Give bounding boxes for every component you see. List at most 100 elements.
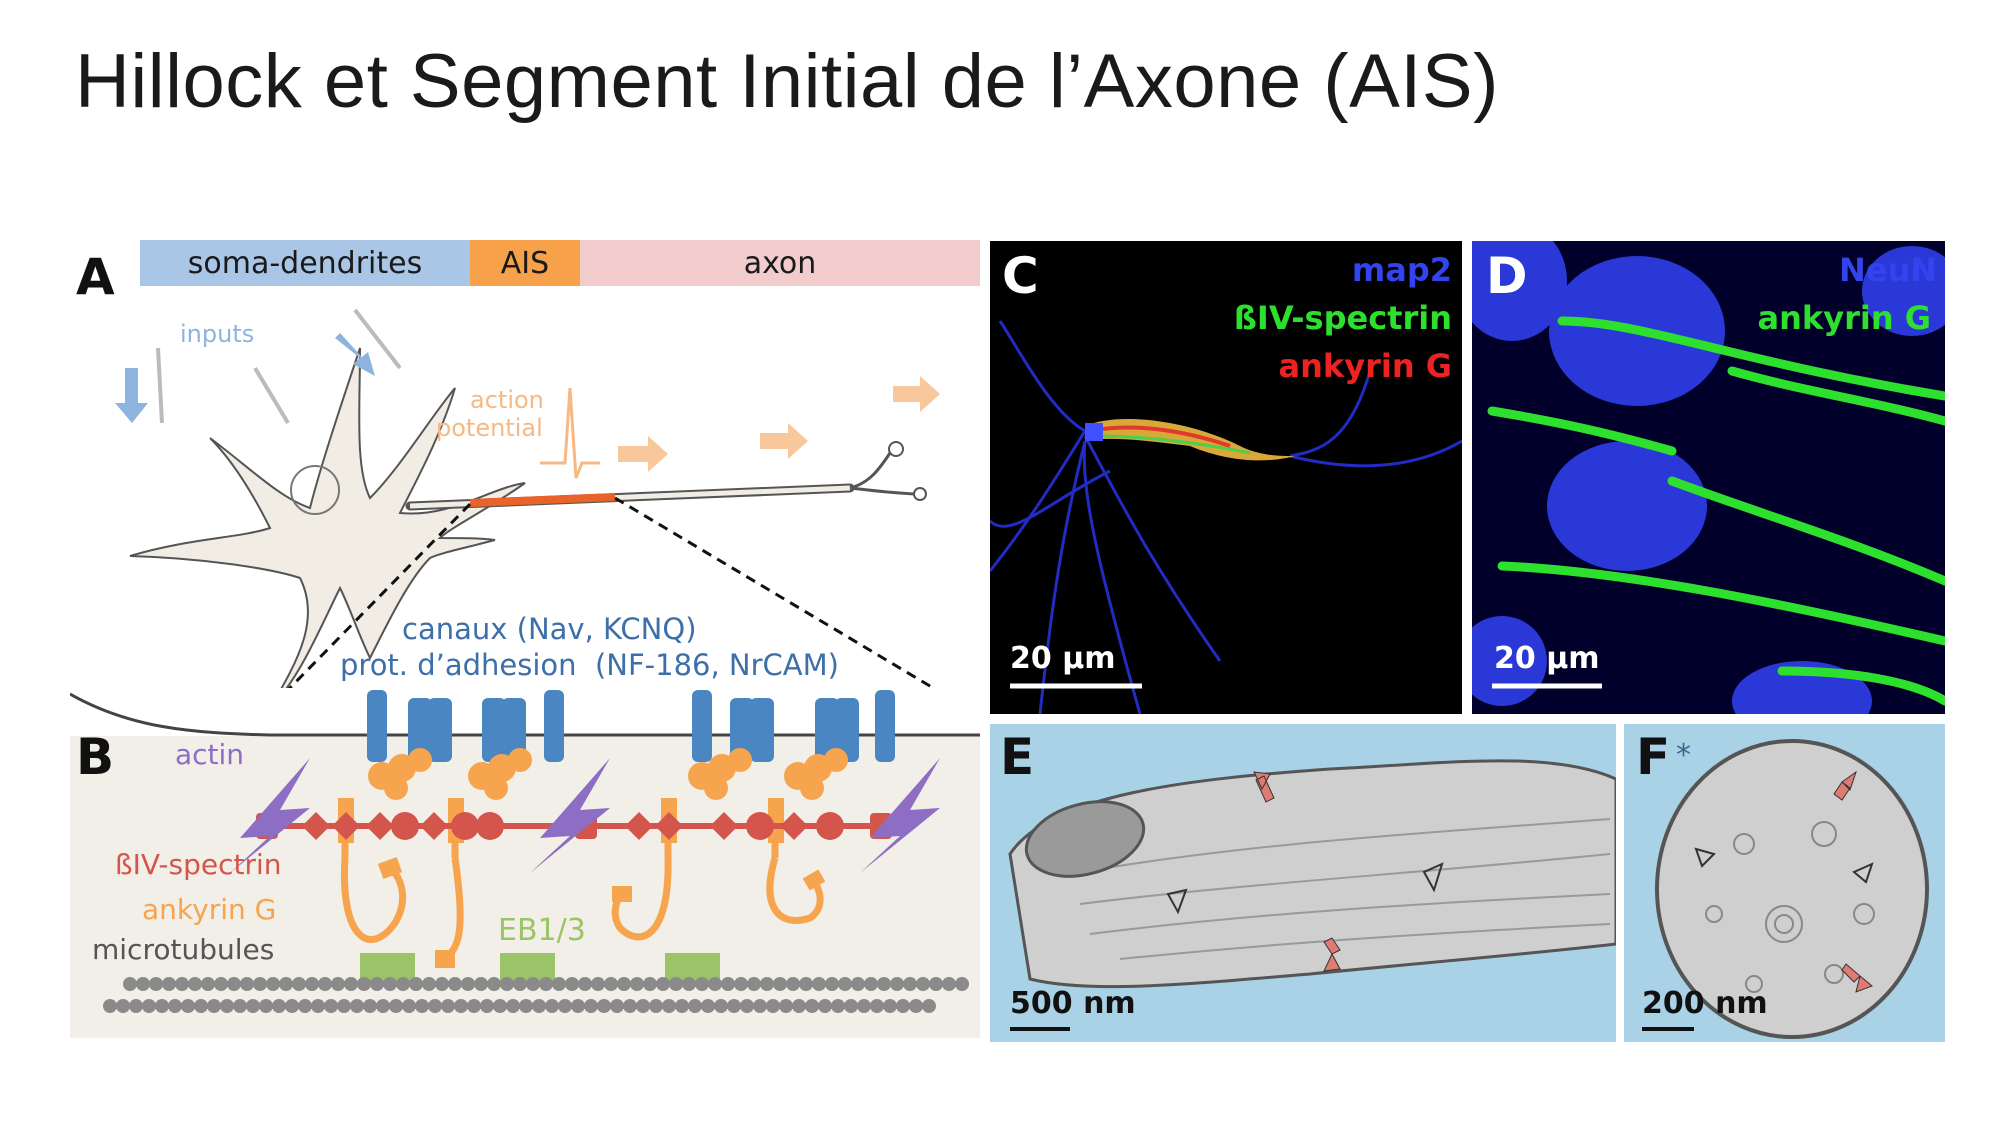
panel-e-image [1008, 759, 1616, 1031]
ankyrin-heads [368, 748, 848, 800]
microtubule-bead [363, 999, 377, 1013]
microtubule-bead [162, 977, 176, 991]
microtubule-bead [591, 977, 605, 991]
scale-label-c: 20 µm [1010, 641, 1116, 676]
microtubule-bead [714, 999, 728, 1013]
arrow-f-1 [1833, 770, 1857, 801]
microtubule-bead [565, 977, 579, 991]
microtubule-bead [617, 977, 631, 991]
arrowhead-f-1 [1694, 847, 1716, 868]
scale-label-f: 200 nm [1642, 986, 1768, 1021]
microtubule-bead [929, 977, 943, 991]
panel-f-image [1642, 739, 1929, 1039]
microtubule-bead [669, 977, 683, 991]
microtubule-bead [773, 977, 787, 991]
microtubule-bead [753, 999, 767, 1013]
arrow-e-2 [1323, 937, 1341, 972]
microtubule-bead [298, 999, 312, 1013]
microtubule-bead [805, 999, 819, 1013]
microtubule-bead [220, 999, 234, 1013]
ais-molecular-diagram [70, 688, 980, 1013]
panel-e-micrograph: E 500 nm [990, 724, 1616, 1042]
soma-dendrites-bar: soma-dendrites [140, 240, 470, 286]
asterisk-f: * [1676, 738, 1691, 773]
microtubule-bead [571, 999, 585, 1013]
microtubule-bead [870, 999, 884, 1013]
microtubule-bead [630, 977, 644, 991]
microtubule-bead [838, 977, 852, 991]
neuron-nucleus [290, 465, 340, 515]
microtubule-bead [149, 977, 163, 991]
microtubule-bead [240, 977, 254, 991]
microtubule-bead [188, 977, 202, 991]
panel-letter-d: D [1486, 247, 1528, 305]
legend-spectrin: ßIV-spectrin [1233, 299, 1452, 337]
microtubule-bead [857, 999, 871, 1013]
panel-d-micrograph: D NeuN ankyrin G 20 µm [1472, 241, 1945, 714]
microtubule-bead [305, 977, 319, 991]
microtubule-bead [136, 977, 150, 991]
microtubule-bead [194, 999, 208, 1013]
microtubule-bead [532, 999, 546, 1013]
microtubule-bead [435, 977, 449, 991]
actin-label: actin [175, 738, 245, 771]
legend-ankyrin: ankyrin G [1278, 347, 1452, 385]
microtubule-bead [695, 977, 709, 991]
microtubule-bead [584, 999, 598, 1013]
panel-c-micrograph: C map2 ßIV-spectrin ankyrin G 20 µm [990, 241, 1462, 714]
ap-arrow-1 [618, 436, 668, 472]
microtubule-bead [344, 977, 358, 991]
microtubule-bead [877, 977, 891, 991]
microtubule-bead [201, 977, 215, 991]
microtubule-bead [415, 999, 429, 1013]
microtubule-bead [799, 977, 813, 991]
actin-bolts [230, 758, 940, 873]
microtubule-bead [142, 999, 156, 1013]
microtubules [103, 977, 969, 1013]
slide-title: Hillock et Segment Initial de l’Axone (A… [75, 39, 1499, 124]
microtubule-bead [175, 977, 189, 991]
adhesion-label: prot. d’adhesion (NF-186, NrCAM) [340, 648, 839, 682]
arrow-f-2 [1841, 963, 1873, 993]
microtubule-bead [461, 977, 475, 991]
microtubule-bead [610, 999, 624, 1013]
microtubule-bead [493, 999, 507, 1013]
microtubule-bead [649, 999, 663, 1013]
legend-neun: NeuN [1838, 251, 1937, 289]
microtubule-bead [513, 977, 527, 991]
microtubule-bead [844, 999, 858, 1013]
arrow-e-1 [1253, 771, 1275, 803]
microtubule-bead [740, 999, 754, 1013]
microtubule-bead [916, 977, 930, 991]
microtubule-bead [292, 977, 306, 991]
microtubule-bead [454, 999, 468, 1013]
microtubule-bead [103, 999, 117, 1013]
microtubule-bead [272, 999, 286, 1013]
microtubule-bead [168, 999, 182, 1013]
microtubule-bead [922, 999, 936, 1013]
microtubule-bead [786, 977, 800, 991]
action-label: action [470, 386, 544, 414]
ais-segment [469, 493, 616, 507]
microtubule-bead [779, 999, 793, 1013]
arrowhead-e-2 [1422, 862, 1444, 893]
microtubule-bead [376, 999, 390, 1013]
microtubule-bead [526, 977, 540, 991]
legend-map2: map2 [1351, 251, 1452, 289]
scale-label-e: 500 nm [1010, 986, 1136, 1021]
panel-letter-f: F [1636, 728, 1671, 786]
ap-arrow-2 [760, 423, 808, 459]
panel-b-schematic: B actin ßIV-spectrin ankyrin G microtubu… [70, 688, 980, 1038]
microtubule-bead [747, 977, 761, 991]
ais-staining [1085, 418, 1295, 461]
microtubule-bead [903, 977, 917, 991]
microtubule-bead [402, 999, 416, 1013]
axon-label: axon [743, 245, 817, 281]
soma-dendrites-label: soma-dendrites [187, 245, 423, 281]
microtubule-bead [279, 977, 293, 991]
microtubule-bead [792, 999, 806, 1013]
arrowhead-f-2 [1852, 862, 1874, 884]
microtubule-bead [155, 999, 169, 1013]
panel-letter-e: E [1000, 728, 1035, 786]
input-arrow-1 [115, 368, 148, 423]
